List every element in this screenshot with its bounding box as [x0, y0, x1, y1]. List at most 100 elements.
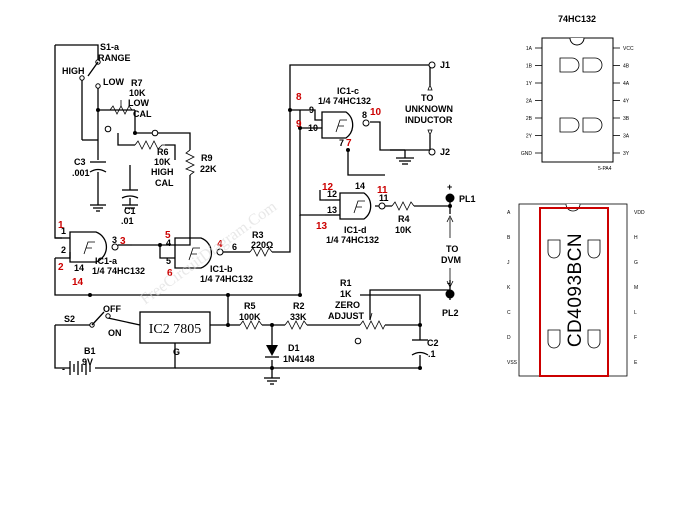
resistor-r6: R6 10K HIGH CAL [134, 129, 174, 188]
ic1c-pin10: 10 [308, 123, 318, 133]
r4-value: 10K [395, 225, 412, 235]
chip-74hc132-left-pin: 2A [526, 99, 533, 105]
gate-ic1a: 1 2 3 14 IC1-a 1/4 74HC132 [61, 226, 145, 276]
capacitor-c1: C1 .01 [121, 189, 139, 226]
chip-cd4093-left-pin: K [507, 285, 511, 291]
r6-name: R6 [157, 147, 169, 157]
ic2-ground: G [173, 347, 180, 357]
r7-desc2: CAL [133, 109, 152, 119]
b1-value: 9V [82, 357, 93, 367]
red-pin-7: 7 [346, 138, 352, 149]
chip-cd4093-left-pin: VSS [507, 360, 518, 366]
ic1d-part: 1/4 74HC132 [326, 235, 379, 245]
resistor-r9: R9 22K [185, 149, 217, 176]
r6-value: 10K [154, 157, 171, 167]
r5-name: R5 [244, 301, 256, 311]
chip-cd4093-right-pin: M [634, 285, 638, 291]
chip-cd4093-left-pin: B [507, 235, 511, 241]
r9-name: R9 [201, 153, 213, 163]
chip-74hc132-right-pin: VCC [623, 46, 634, 52]
chip-cd4093-right-pin: VDD [634, 210, 645, 216]
red-pin-12: 12 [322, 182, 334, 193]
s2-on: ON [108, 328, 122, 338]
pl1-plus: + [447, 182, 452, 192]
j2-label: J2 [440, 147, 450, 157]
switch-s2: S2 OFF ON [64, 304, 122, 338]
chip-cd4093-gates [547, 239, 601, 349]
s1-name: S1-a [100, 42, 120, 52]
c3-value: .001 [72, 168, 90, 178]
s2-off: OFF [103, 304, 121, 314]
inductor-label: TO UNKNOWN INDUCTOR [405, 93, 453, 125]
r7-value: 10K [129, 88, 146, 98]
inductor-line2: UNKNOWN [405, 104, 453, 114]
chip-74hc132-right-pin: 3B [623, 116, 630, 122]
jack-j2: J2 [427, 129, 450, 157]
gate-ic1d: 14 12 13 11 IC1-d 1/4 74HC132 [325, 181, 389, 245]
chip-cd4093-left-pin: J [507, 260, 510, 266]
red-pin-labels: 1 3 2 14 5 4 6 8 9 10 7 12 11 13 [58, 92, 388, 288]
ic1b-pin4: 4 [166, 238, 171, 248]
ic1d-pin11: 11 [379, 193, 389, 203]
r7-name: R7 [131, 78, 143, 88]
inductor-line1: TO [421, 93, 433, 103]
s1-high: HIGH [62, 66, 85, 76]
chip-74hc132-left-pin: 1A [526, 46, 533, 52]
chip-cd4093-left-pin: D [507, 335, 511, 341]
r9-value: 22K [200, 164, 217, 174]
r1-value: 1K [340, 289, 352, 299]
resistor-r5: R5 100K [239, 301, 263, 330]
resistor-r1: R1 1K ZERO ADJUST [328, 278, 386, 345]
ic1d-name: IC1-d [344, 225, 367, 235]
chip-74hc132-code: 5-PA4 [598, 166, 612, 172]
s1-low: LOW [103, 77, 124, 87]
chip-74hc132-right-pin: 4Y [623, 99, 630, 105]
red-pin-14: 14 [72, 277, 84, 288]
ground-c [396, 157, 414, 165]
pl2-minus: - [447, 278, 450, 288]
chip-74hc132-title: 74HC132 [558, 14, 596, 24]
ic1d-pin13: 13 [327, 205, 337, 215]
ic1a-pin3: 3 [112, 235, 117, 245]
regulator-ic2: IC2 7805 G [139, 311, 211, 357]
r6-desc1: HIGH [151, 167, 174, 177]
red-pin-3: 3 [120, 236, 126, 247]
s1-function: RANGE [98, 53, 131, 63]
d1-name: D1 [288, 343, 300, 353]
resistor-r3: R3 220Ω [249, 230, 273, 257]
ic1a-pin14: 14 [74, 263, 84, 273]
ic1b-pin5: 5 [166, 256, 171, 266]
c3-name: C3 [74, 157, 86, 167]
gate-ic1c: 9 10 8 7 IC1-c 1/4 74HC132 [308, 86, 371, 148]
dvm-line1: TO [446, 244, 458, 254]
red-pin-11: 11 [377, 185, 388, 196]
r3-name: R3 [252, 230, 264, 240]
r3-value: 220Ω [251, 240, 273, 250]
ic1c-name: IC1-c [337, 86, 359, 96]
red-pin-4: 4 [217, 239, 223, 250]
capacitor-c3: C3 .001 [72, 157, 107, 212]
r7-desc1: LOW [128, 98, 149, 108]
ic1b-pin6: 6 [232, 242, 237, 252]
ic1a-pin1: 1 [61, 226, 66, 236]
ic1b-part: 1/4 74HC132 [200, 274, 253, 284]
chip-74hc132-left-pin: 1B [526, 64, 533, 70]
chip-74hc132-right-pin: 3Y [623, 151, 630, 157]
s2-name: S2 [64, 314, 75, 324]
resistor-r4: R4 10K [391, 201, 415, 235]
r5-value: 100K [239, 312, 261, 322]
plug-pl1: + PL1 [445, 182, 476, 204]
ic1c-pin9: 9 [309, 105, 314, 115]
red-pin-8: 8 [296, 92, 302, 103]
red-pin-2: 2 [58, 262, 64, 273]
ic1c-pin7: 7 [339, 138, 344, 148]
resistor-r2: R2 33K [284, 301, 308, 330]
r2-value: 33K [290, 312, 307, 322]
chip-74hc132-left-pin: GND [521, 151, 533, 157]
c2-value: .1 [428, 349, 436, 359]
chip-74hc132-right-pin: 4A [623, 81, 630, 87]
switch-s1: S1-a RANGE HIGH LOW [62, 42, 131, 89]
